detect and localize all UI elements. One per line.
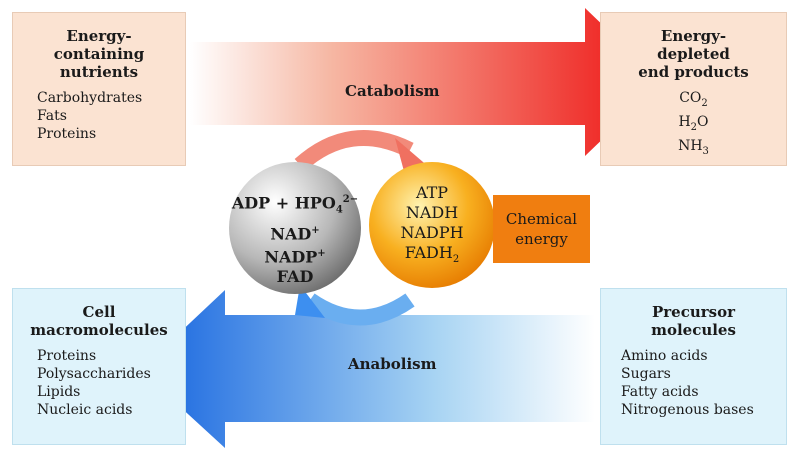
list-item: Nitrogenous bases: [621, 402, 754, 418]
formula-part: NADP: [264, 247, 318, 267]
product-item: H2O: [601, 113, 786, 137]
title-line: molecules: [651, 321, 736, 339]
cofactor-line: NAD+: [229, 221, 361, 244]
formula-part: ADP + HPO: [231, 193, 336, 213]
catabolism-label: Catabolism: [345, 82, 440, 100]
anabolism-label: Anabolism: [348, 355, 437, 373]
title-line: Cell: [82, 303, 116, 321]
cofactor-line: FAD: [229, 267, 361, 287]
energy-carrier-line: NADH: [370, 203, 494, 223]
product-item: NH3: [601, 137, 786, 161]
list-item: Amino acids: [621, 348, 708, 364]
list-item: Sugars: [621, 366, 671, 382]
box-title: Precursor molecules: [601, 303, 786, 339]
grey-sphere-text: ADP + HPO42−NAD+NADP+FAD: [229, 190, 361, 287]
list-item: Fats: [37, 108, 67, 124]
list-item: Fatty acids: [621, 384, 699, 400]
energy-containing-nutrients-box: Energy- containing nutrients Carbohydrat…: [12, 12, 186, 166]
formula-part: FAD: [276, 267, 314, 287]
chemical-energy-box: Chemical energy: [493, 195, 590, 263]
chemical-energy-line: Chemical: [505, 210, 578, 228]
box-title: Cell macromolecules: [13, 303, 185, 339]
list-item: Proteins: [37, 348, 97, 364]
cycle-arrow-top: [294, 130, 414, 172]
formula-part: 2: [690, 121, 698, 133]
formula-part: 2−: [342, 194, 359, 205]
chemical-energy-line: energy: [515, 230, 568, 248]
orange-sphere: [369, 162, 495, 288]
formula-part: 3: [702, 145, 709, 157]
formula-part: 2: [452, 254, 460, 266]
title-line: nutrients: [59, 63, 139, 81]
formula-part: 4: [335, 204, 343, 216]
formula-part: ATP: [415, 183, 449, 202]
cofactor-line: NADP+: [229, 244, 361, 267]
precursor-molecules-box: Precursor molecules Amino acids Sugars F…: [600, 288, 787, 445]
title-line: depleted: [657, 45, 730, 63]
box-title: Energy- containing nutrients: [13, 27, 185, 81]
catabolism-arrow: [190, 8, 662, 156]
formula-part: 2: [701, 97, 708, 109]
list-item: Lipids: [37, 384, 81, 400]
energy-carrier-line: ATP: [370, 183, 494, 203]
title-line: end products: [638, 63, 749, 81]
list-item: Carbohydrates: [37, 90, 143, 106]
list-item: Polysaccharides: [37, 366, 151, 382]
list-item: Nucleic acids: [37, 402, 133, 418]
formula-part: FADH: [404, 243, 453, 262]
formula-part: H: [678, 113, 691, 130]
title-line: containing: [53, 45, 145, 63]
energy-carrier-line: NADPH: [370, 223, 494, 243]
grey-sphere: [229, 162, 361, 294]
formula-part: +: [317, 247, 326, 259]
list-item: Proteins: [37, 126, 97, 142]
formula-part: NH: [678, 137, 703, 154]
title-line: macromolecules: [30, 321, 168, 339]
formula-part: NADH: [405, 203, 459, 222]
formula-part: O: [697, 113, 709, 130]
cofactor-line: ADP + HPO42−: [229, 190, 361, 221]
cycle-arrow-bottom: [305, 293, 415, 326]
product-item: CO2: [601, 89, 786, 113]
anabolism-arrow: [140, 290, 595, 448]
formula-part: NADPH: [400, 223, 464, 242]
title-line: Energy-: [66, 27, 132, 45]
energy-carrier-line: FADH2: [370, 243, 494, 270]
formula-part: +: [311, 224, 320, 236]
title-line: Energy-: [660, 27, 727, 45]
box-title: Energy- depleted end products: [601, 27, 786, 81]
formula-part: CO: [679, 90, 702, 106]
formula-part: NAD: [270, 223, 312, 243]
title-line: Precursor: [651, 303, 736, 321]
cell-macromolecules-box: Cell macromolecules Proteins Polysacchar…: [12, 288, 186, 445]
